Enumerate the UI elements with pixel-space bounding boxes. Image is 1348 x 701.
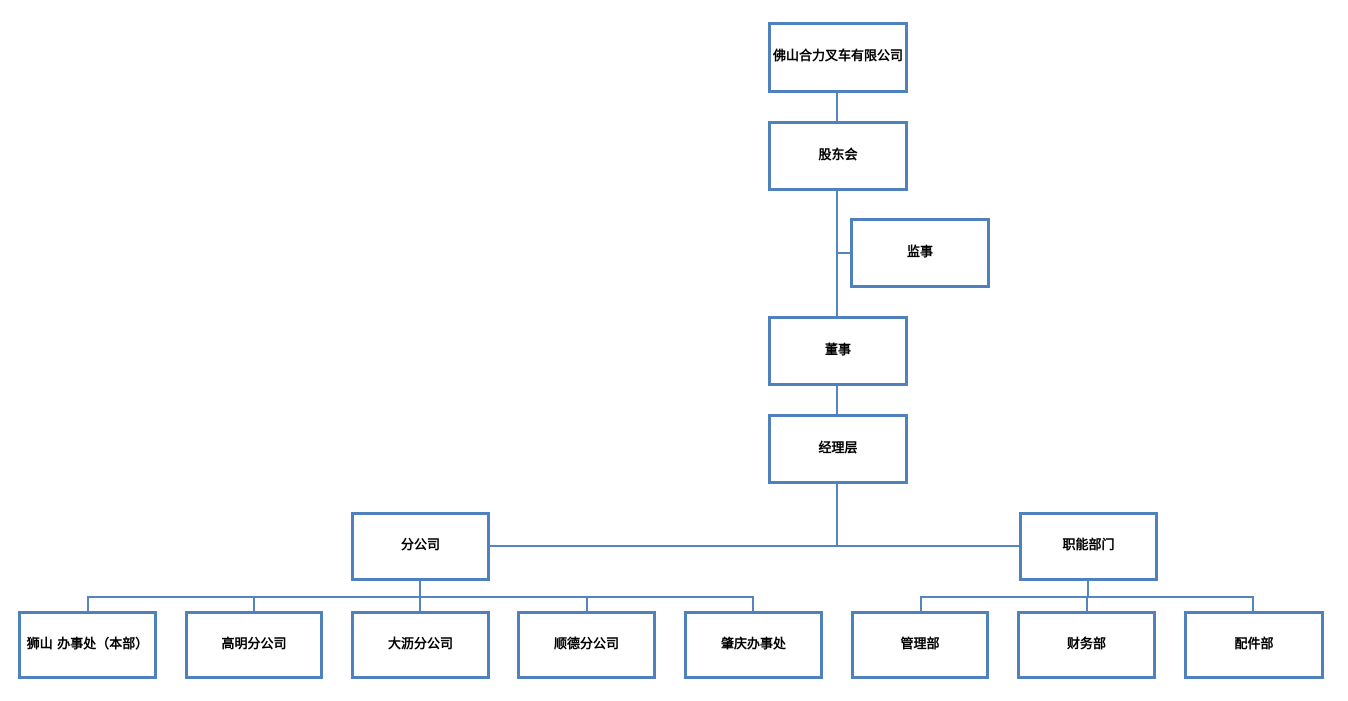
connector-branches-drop — [419, 581, 421, 597]
org-node-dali: 大沥分公司 — [351, 611, 490, 679]
org-node-director: 董事 — [768, 316, 908, 386]
org-node-functional: 职能部门 — [1019, 512, 1158, 581]
connector-drop-management-dept — [920, 596, 922, 611]
org-node-shunde: 顺德分公司 — [517, 611, 656, 679]
connector-director-management — [836, 386, 838, 414]
org-node-zhaoqing: 肇庆办事处 — [684, 611, 823, 679]
org-node-gaoming: 高明分公司 — [185, 611, 323, 679]
connector-drop-finance-dept — [1086, 596, 1088, 611]
org-node-finance-dept: 财务部 — [1017, 611, 1156, 679]
connector-management-drop — [836, 484, 838, 546]
org-node-management-dept: 管理部 — [851, 611, 989, 679]
org-node-shishan: 狮山 办事处（本部） — [18, 611, 157, 679]
connector-company-shareholders — [836, 92, 838, 121]
connector-drop-zhaoqing — [752, 596, 754, 611]
org-node-branches: 分公司 — [351, 512, 490, 581]
org-node-parts-dept: 配件部 — [1184, 611, 1324, 679]
connector-drop-shishan — [87, 596, 89, 611]
connector-drop-gaoming — [253, 596, 255, 611]
connector-drop-shunde — [586, 596, 588, 611]
org-node-management: 经理层 — [768, 414, 908, 484]
connector-main-horizontal — [490, 545, 1019, 547]
connector-functional-drop — [1087, 581, 1089, 597]
connector-drop-dali — [419, 596, 421, 611]
connector-drop-parts-dept — [1252, 596, 1254, 611]
org-node-supervisor: 监事 — [850, 218, 990, 288]
connector-supervisor-stub — [836, 252, 850, 254]
org-node-shareholders: 股东会 — [768, 121, 908, 191]
org-node-company: 佛山合力叉车有限公司 — [768, 22, 908, 93]
